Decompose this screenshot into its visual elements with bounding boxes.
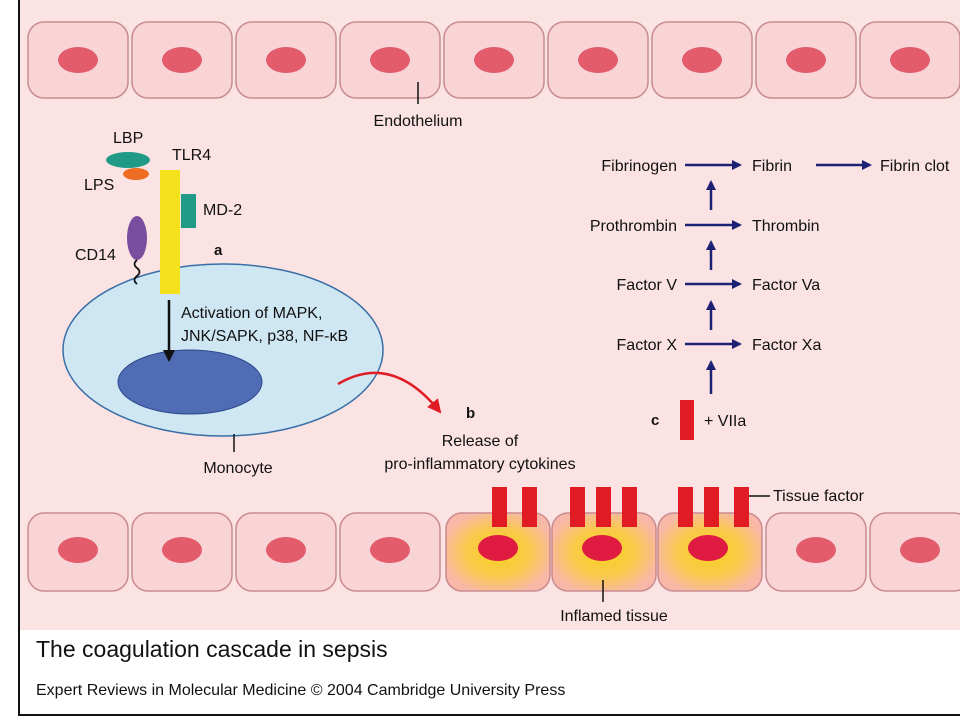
cd14-protein xyxy=(127,216,147,260)
cell-nucleus xyxy=(890,47,930,73)
cell-nucleus xyxy=(162,537,202,563)
fibrin-clot-label: Fibrin clot xyxy=(880,158,950,175)
tissue-factor-bar xyxy=(570,487,585,527)
lps-shape xyxy=(123,168,149,180)
tissue-factor-label: Tissue factor xyxy=(773,488,865,505)
bottom-endothelium xyxy=(27,512,960,592)
panel-a-label: a xyxy=(214,242,223,259)
cell-nucleus xyxy=(266,537,306,563)
thrombin-label: Thrombin xyxy=(752,218,820,235)
tissue-factor-bar xyxy=(734,487,749,527)
monocyte-label: Monocyte xyxy=(203,460,272,477)
inflamed-nucleus xyxy=(582,535,622,561)
factor-x-label: Factor X xyxy=(617,337,678,354)
viia-label: + VIIa xyxy=(704,413,746,430)
panel-c-label: c xyxy=(651,412,659,429)
md2-label: MD-2 xyxy=(203,202,242,219)
activation-line1: Activation of MAPK, xyxy=(181,305,322,322)
prothrombin-label: Prothrombin xyxy=(590,218,677,235)
cell-nucleus xyxy=(162,47,202,73)
tf-viia-complex xyxy=(680,400,694,440)
inflamed-tissue-label: Inflamed tissue xyxy=(560,608,668,625)
tissue-factor-bar xyxy=(522,487,537,527)
cell-nucleus xyxy=(266,47,306,73)
lbp-shape xyxy=(106,152,150,168)
tissue-factor-bar xyxy=(678,487,693,527)
factor-xa-label: Factor Xa xyxy=(752,337,821,354)
cytokine-release-arrow xyxy=(337,371,442,414)
cell-nucleus xyxy=(900,537,940,563)
tlr4-receptor xyxy=(160,170,180,294)
inflamed-nucleus xyxy=(688,535,728,561)
activation-line2: JNK/SAPK, p38, NF-κB xyxy=(181,328,348,345)
cell-nucleus xyxy=(786,47,826,73)
caption-credit: Expert Reviews in Molecular Medicine © 2… xyxy=(36,682,566,699)
cell-nucleus xyxy=(474,47,514,73)
cell-nucleus xyxy=(796,537,836,563)
tissue-factor-bar xyxy=(492,487,507,527)
cd14-anchor xyxy=(133,259,141,285)
factor-va-label: Factor Va xyxy=(752,277,820,294)
md2-protein xyxy=(181,194,196,228)
lbp-label: LBP xyxy=(113,130,143,147)
endothelium-label: Endothelium xyxy=(374,113,463,130)
cell-nucleus xyxy=(682,47,722,73)
tissue-factor-bar xyxy=(704,487,719,527)
tissue-factor-group xyxy=(492,487,749,527)
coagulation-cascade: Fibrinogen Fibrin Fibrin clot Prothrombi… xyxy=(590,158,950,394)
fibrinogen-label: Fibrinogen xyxy=(601,158,677,175)
cell-nucleus xyxy=(578,47,618,73)
fibrin-label: Fibrin xyxy=(752,158,792,175)
coagulation-diagram: Endothelium Tissue factor Inf xyxy=(20,0,960,630)
cell-nucleus xyxy=(370,47,410,73)
tissue-factor-bar xyxy=(622,487,637,527)
cell-nucleus xyxy=(58,537,98,563)
panel-b-label: b xyxy=(466,405,475,422)
tlr4-label: TLR4 xyxy=(172,147,211,164)
top-endothelium xyxy=(27,21,960,99)
tissue-factor-bar xyxy=(596,487,611,527)
inflamed-nucleus xyxy=(478,535,518,561)
figure-frame xyxy=(18,0,960,716)
cell-nucleus xyxy=(370,537,410,563)
release-line2: pro-inflammatory cytokines xyxy=(384,456,575,473)
factor-v-label: Factor V xyxy=(617,277,678,294)
lps-label: LPS xyxy=(84,177,114,194)
cd14-label: CD14 xyxy=(75,247,116,264)
caption-title: The coagulation cascade in sepsis xyxy=(36,636,388,662)
monocyte-nucleus xyxy=(117,349,263,415)
release-line1: Release of xyxy=(442,433,519,450)
cell-nucleus xyxy=(58,47,98,73)
